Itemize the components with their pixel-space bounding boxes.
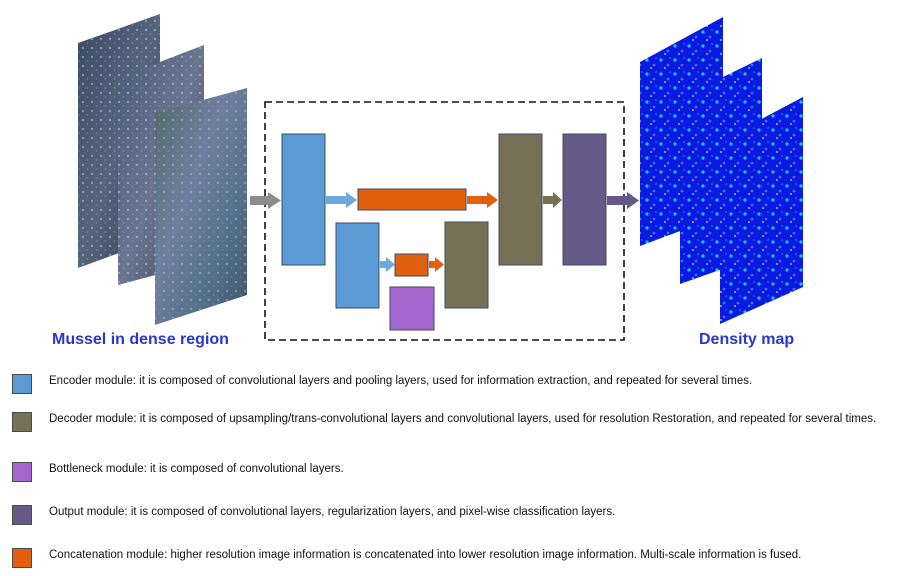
encoder-legend-text: Encoder module: it is composed of convol… bbox=[49, 375, 753, 387]
encoder-block-2 bbox=[335, 222, 380, 309]
concatenation-block-2 bbox=[394, 253, 429, 277]
concatenation-legend-text: Concatenation module: higher resolution … bbox=[49, 549, 802, 561]
output-legend-text: Output module: it is composed of convolu… bbox=[49, 506, 616, 518]
arrow-concat-to-decoder2 bbox=[467, 192, 498, 208]
density-map-front bbox=[720, 97, 803, 324]
legend-item-bottleneck: Bottleneck module: it is composed of con… bbox=[12, 461, 892, 482]
legend-item-output: Output module: it is composed of convolu… bbox=[12, 504, 892, 525]
encoder-swatch bbox=[12, 374, 32, 394]
legend-item-encoder: Encoder module: it is composed of convol… bbox=[12, 373, 892, 394]
network-frame bbox=[264, 101, 625, 341]
arrow-encoder1-to-concat bbox=[326, 192, 357, 208]
legend-item-concatenation: Concatenation module: higher resolution … bbox=[12, 547, 892, 568]
decoder-block-2 bbox=[498, 133, 543, 266]
output-arrow bbox=[607, 192, 639, 209]
concatenation-block-1 bbox=[357, 188, 467, 211]
decoder-legend-text: Decoder module: it is composed of upsamp… bbox=[49, 413, 877, 425]
output-swatch bbox=[12, 505, 32, 525]
legend-item-decoder: Decoder module: it is composed of upsamp… bbox=[12, 411, 892, 432]
input-caption: Mussel in dense region bbox=[52, 331, 229, 348]
decoder-block-1 bbox=[444, 221, 489, 309]
output-block bbox=[562, 133, 607, 266]
input-arrow bbox=[250, 192, 281, 209]
bottleneck-block bbox=[389, 286, 435, 331]
decoder-swatch bbox=[12, 412, 32, 432]
bottleneck-swatch bbox=[12, 462, 32, 482]
concatenation-swatch bbox=[12, 548, 32, 568]
bottleneck-legend-text: Bottleneck module: it is composed of con… bbox=[49, 463, 344, 475]
arrow-decoder-to-output bbox=[543, 192, 562, 208]
output-caption: Density map bbox=[699, 331, 795, 348]
encoder-block-1 bbox=[281, 133, 326, 266]
density-map-stack bbox=[640, 17, 803, 324]
input-image-stack bbox=[78, 14, 247, 325]
arrow-encoder2-to-concat bbox=[380, 257, 395, 272]
network-diagram bbox=[78, 14, 803, 341]
arrow-concat-to-decoder1 bbox=[429, 257, 444, 272]
